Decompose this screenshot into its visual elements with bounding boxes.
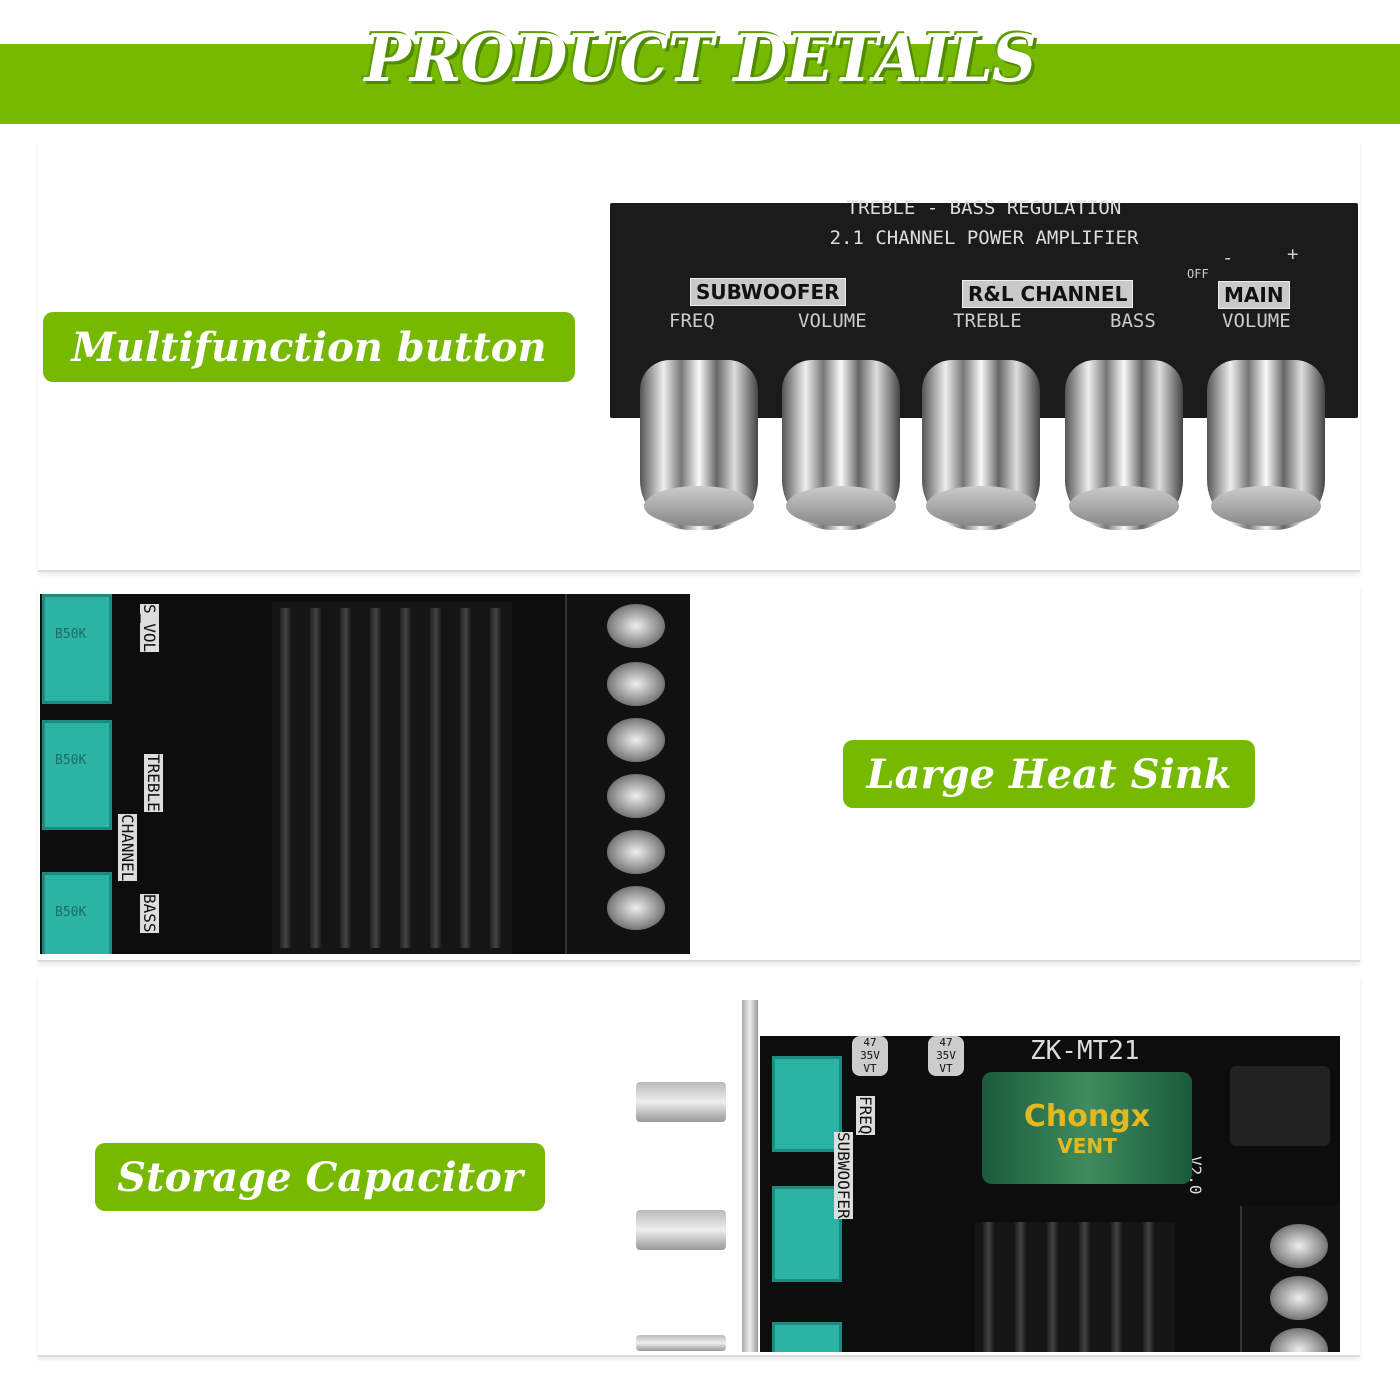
knob-bass[interactable] <box>1065 360 1183 530</box>
pot-label: B50K <box>55 753 87 768</box>
dc-jack <box>1230 1066 1330 1146</box>
plus-label: + <box>1287 243 1299 265</box>
knob-label-freq: FREQ <box>669 310 715 332</box>
knob-sub-volume[interactable] <box>782 360 900 530</box>
storage-capacitor: Chongx VENT <box>982 1072 1192 1184</box>
mounting-bracket <box>742 1000 758 1352</box>
knob-main-volume[interactable] <box>1207 360 1325 530</box>
header-band <box>0 44 1400 124</box>
label-large-heat-sink: Large Heat Sink <box>843 740 1255 808</box>
label-storage-capacitor: Storage Capacitor <box>95 1143 545 1211</box>
silk-bass: BASS <box>140 894 159 933</box>
silk-treble: TREBLE <box>144 754 163 812</box>
potentiometer: B50K <box>42 594 112 704</box>
small-capacitor: 47 35V VT <box>928 1036 964 1076</box>
panel-line1: TREBLE - BASS REGULATION <box>846 197 1122 219</box>
potentiometer: B50K <box>42 720 112 830</box>
silk-model: ZK-MT21 <box>1030 1036 1140 1066</box>
off-label: OFF <box>1187 267 1209 281</box>
silk-freq: FREQ <box>856 1096 875 1135</box>
pot-shaft <box>636 1210 726 1250</box>
knob-freq[interactable] <box>640 360 758 530</box>
knob-label-bass: BASS <box>1110 310 1156 332</box>
terminal-block <box>565 594 690 954</box>
silk-s-vol: S_VOL <box>140 604 159 653</box>
page-title: PRODUCT DETAILS <box>364 20 1036 97</box>
knob-treble[interactable] <box>922 360 1040 530</box>
potentiometer: B50K <box>42 872 112 954</box>
capacitor-brand: Chongx <box>1023 1098 1151 1134</box>
minus-label: - <box>1222 247 1234 269</box>
silk-channel: CHANNEL <box>118 814 137 882</box>
group-rl-channel: R&L CHANNEL <box>962 280 1134 308</box>
knob-label-main-volume: VOLUME <box>1222 310 1291 332</box>
terminal-block <box>1240 1206 1340 1352</box>
group-main: MAIN <box>1218 281 1290 309</box>
pot-shaft <box>636 1335 726 1351</box>
knob-label-treble: TREBLE <box>953 310 1022 332</box>
label-multifunction-button: Multifunction button <box>43 312 575 382</box>
knob-label-sub-volume: VOLUME <box>798 310 867 332</box>
potentiometer <box>772 1322 842 1352</box>
potentiometer <box>772 1056 842 1152</box>
group-subwoofer: SUBWOOFER <box>690 278 846 306</box>
heatsink-pcb-photo: B50K B50K B50K S_VOL TREBLE CHANNEL BASS <box>40 594 690 954</box>
pot-label: B50K <box>55 627 87 642</box>
capacitor-pcb-photo: FREQ SUBWOOFER V2.0 ZK-MT21 47 35V VT 47… <box>760 1036 1340 1352</box>
heat-sink <box>975 1222 1175 1352</box>
pot-shaft <box>636 1082 726 1122</box>
heat-sink <box>272 602 512 954</box>
capacitor-sub: VENT <box>1057 1133 1117 1158</box>
silk-subwoofer: SUBWOOFER <box>834 1132 853 1219</box>
small-capacitor: 47 35V VT <box>852 1036 888 1076</box>
pot-label: B50K <box>55 905 87 920</box>
panel-line2: 2.1 CHANNEL POWER AMPLIFIER <box>829 227 1139 249</box>
potentiometer <box>772 1186 842 1282</box>
